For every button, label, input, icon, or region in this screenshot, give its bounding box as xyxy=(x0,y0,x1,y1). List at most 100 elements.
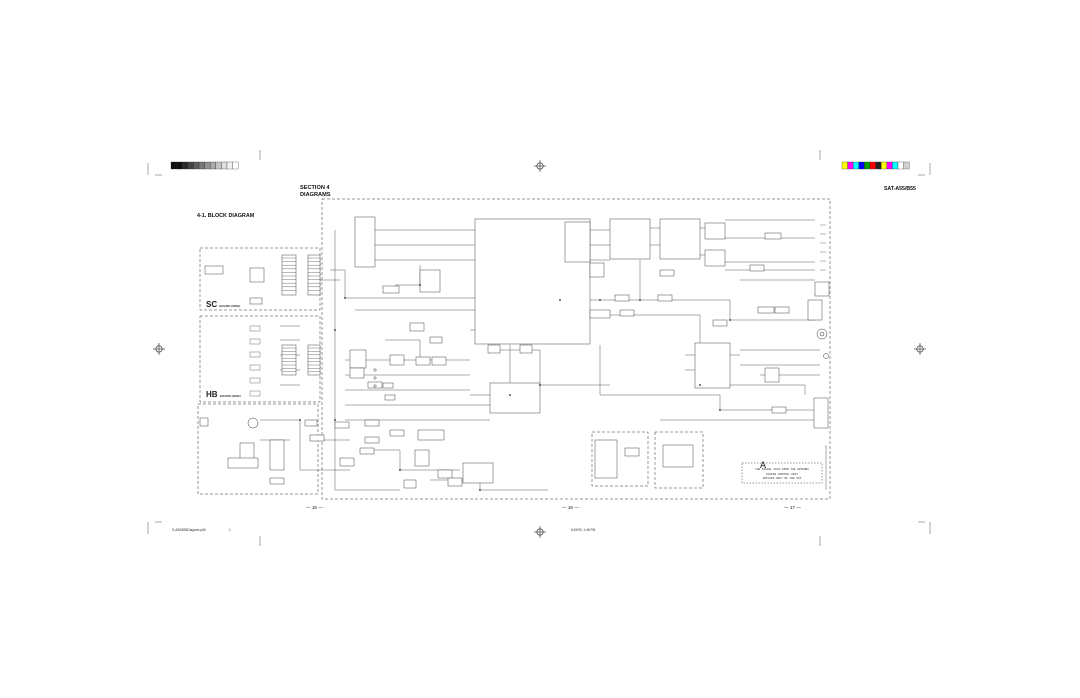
circuit-block xyxy=(712,319,728,327)
footer-page: 1 xyxy=(229,528,231,532)
section-number: SECTION 4 xyxy=(300,185,330,191)
connector-pins xyxy=(249,224,826,397)
gray-swatch xyxy=(215,161,222,170)
note-line: APPLIES ONLY OF THE A55 xyxy=(762,477,802,481)
color-swatch xyxy=(875,161,882,170)
circuit-block xyxy=(487,344,501,354)
circuit-block xyxy=(359,447,375,455)
circuit-block xyxy=(447,477,463,487)
hb-board-label: HB BOARD (SIDE) xyxy=(206,390,241,399)
circuit-block xyxy=(204,265,224,275)
circuit-block xyxy=(364,419,380,427)
circuit-block xyxy=(409,322,425,332)
color-swatch xyxy=(869,161,876,170)
junction-dot xyxy=(699,384,701,386)
board-frame xyxy=(321,198,831,500)
registration-marks xyxy=(153,160,926,538)
circuit-block xyxy=(594,439,618,479)
circuit-block xyxy=(364,436,380,444)
gray-swatch xyxy=(221,161,228,170)
connector-pin xyxy=(249,351,261,358)
circuit-block xyxy=(415,356,431,366)
gray-swatch xyxy=(204,161,211,170)
registration-bar-color xyxy=(841,161,910,170)
circuit-block xyxy=(339,457,355,467)
connector-pin xyxy=(249,338,261,345)
circuit-block xyxy=(659,218,701,260)
circuit-block xyxy=(307,254,321,296)
circuit-block xyxy=(307,344,321,376)
a-board-label: A xyxy=(760,460,767,470)
connector-pin xyxy=(249,325,261,332)
circuit-block xyxy=(414,449,430,467)
sc-board-letters: SC xyxy=(206,300,218,309)
circuit-block xyxy=(281,254,297,296)
color-swatch xyxy=(897,161,904,170)
circuit-block xyxy=(249,267,265,283)
connector-pin xyxy=(249,390,261,397)
circuit-block xyxy=(774,306,790,314)
model-number: SAT-A55/B55 xyxy=(884,186,916,192)
circuit-block xyxy=(429,336,443,344)
circuit-block xyxy=(619,309,635,317)
circuit-block xyxy=(462,462,494,484)
gray-swatch xyxy=(170,161,177,170)
rca-jack xyxy=(823,353,829,359)
circuit-block xyxy=(304,419,318,427)
circuit-block xyxy=(281,344,297,376)
circuit-block xyxy=(694,342,731,389)
circuit-block xyxy=(704,222,726,240)
circuit-block xyxy=(227,457,259,469)
note-line: THE SIGNAL PATH FROM THE ANTENNA xyxy=(755,468,809,471)
registration-bar-grayscale xyxy=(170,161,239,170)
color-swatch xyxy=(864,161,871,170)
led-symbol xyxy=(373,384,377,388)
junction-dots xyxy=(299,284,731,491)
circuit-block xyxy=(807,299,823,321)
circuit-block xyxy=(382,285,400,294)
junction-dot xyxy=(639,299,641,301)
note-line: ACCESS CONTROL UNIT xyxy=(766,472,798,476)
page-number-center: — 16 — xyxy=(562,505,579,510)
din-jack-center xyxy=(819,331,825,337)
color-swatch xyxy=(892,161,899,170)
circuit-block xyxy=(389,429,405,437)
color-swatch xyxy=(847,161,854,170)
junction-dot xyxy=(334,329,336,331)
connector-pin xyxy=(249,364,261,371)
led-symbol xyxy=(373,368,377,372)
hb-board-letters: HB xyxy=(206,390,218,399)
color-swatch xyxy=(881,161,887,170)
circuit-block xyxy=(382,382,394,389)
hb-board-name: BOARD (SIDE) xyxy=(219,394,241,398)
gray-swatch xyxy=(193,161,200,170)
footer-datetime: 6/15/99, 1:46 PM xyxy=(571,528,596,532)
circuit-block xyxy=(749,264,765,272)
gray-swatch xyxy=(226,161,233,170)
circuit-block xyxy=(389,354,405,366)
circuit-block xyxy=(309,434,325,442)
note-frame xyxy=(741,462,823,484)
circuit-block xyxy=(249,297,263,305)
circuit-block xyxy=(334,421,350,429)
gray-swatch xyxy=(232,161,239,170)
circuit-block xyxy=(349,349,367,369)
circuit-block xyxy=(764,367,780,383)
sc-board-label: SC BOARD (SIDE) xyxy=(206,300,240,309)
color-swatch xyxy=(841,161,848,170)
circuit-block xyxy=(757,306,775,314)
circuit-block xyxy=(269,477,285,485)
circuit-blocks xyxy=(199,216,830,489)
led-symbol xyxy=(373,376,377,380)
circuit-block xyxy=(813,397,829,429)
junction-dot xyxy=(334,419,336,421)
junction-dot xyxy=(479,489,481,491)
jack-symbols xyxy=(247,328,829,429)
circuit-block xyxy=(614,294,630,302)
circuit-block xyxy=(624,447,640,457)
junction-dot xyxy=(399,469,401,471)
footer-filename: S-A55/B55Diagram.p65 xyxy=(172,528,206,532)
circuit-block xyxy=(384,394,396,401)
circuit-block xyxy=(564,221,591,263)
connector-pin xyxy=(249,377,261,384)
